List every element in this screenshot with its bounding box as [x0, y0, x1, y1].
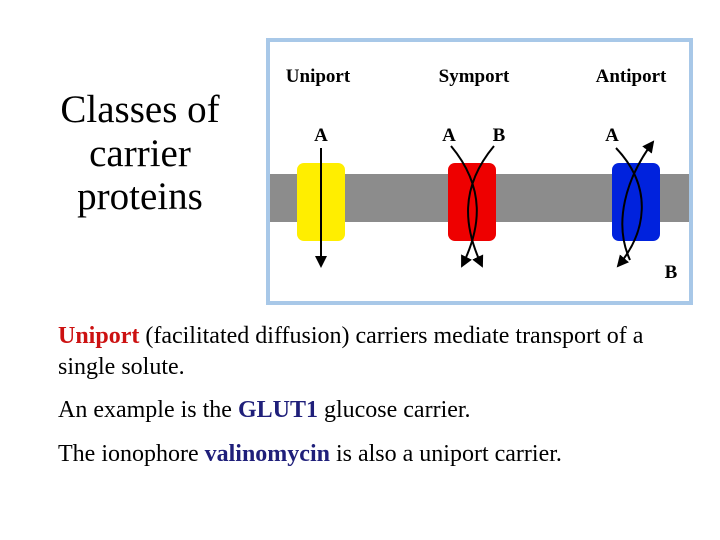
uniport-label-a: A — [314, 125, 328, 146]
antiport-carrier — [612, 163, 660, 241]
paragraph-valinomycin-post: is also a uniport carrier. — [329, 440, 562, 467]
paragraph-glut1: An example is the GLUT1 glucose carrier. — [58, 395, 698, 426]
header-antiport: Antiport — [596, 66, 667, 87]
paragraph-uniport: Uniport (facilitated diffusion) carriers… — [58, 321, 698, 383]
antiport-label-a: A — [605, 125, 619, 146]
symport-arrow-b — [467, 145, 495, 268]
antiport-label-b: B — [665, 262, 678, 283]
paragraph-valinomycin-pre: The ionophore — [58, 440, 205, 467]
antiport-arrow-b — [621, 140, 655, 261]
carrier-diagram: Uniport Symport Antiport A A B A B — [266, 38, 693, 305]
title-line-1: Classes of — [60, 88, 220, 131]
header-symport: Symport — [439, 66, 510, 87]
page-title: Classes of carrier proteins — [40, 88, 240, 219]
symport-carrier — [448, 163, 496, 241]
title-line-2: carrier — [89, 131, 191, 175]
symport-label-a: A — [442, 125, 456, 146]
body-text: Uniport (facilitated diffusion) carriers… — [58, 321, 698, 482]
header-uniport: Uniport — [286, 66, 351, 87]
paragraph-uniport-rest: (facilitated diffusion) carriers mediate… — [58, 323, 644, 381]
highlight-valinomycin: valinomycin — [204, 440, 330, 467]
symport-label-b: B — [493, 125, 506, 146]
paragraph-glut1-pre: An example is the — [58, 397, 238, 424]
carrier-diagram-svg: Uniport Symport Antiport A A B A B — [266, 38, 693, 305]
highlight-glut1: GLUT1 — [237, 397, 318, 424]
paragraph-valinomycin: The ionophore valinomycin is also a unip… — [58, 439, 698, 470]
title-line-3: proteins — [77, 175, 203, 219]
highlight-uniport: Uniport — [58, 323, 140, 349]
paragraph-glut1-post: glucose carrier. — [317, 397, 471, 424]
symport-arrow-a — [450, 145, 478, 268]
